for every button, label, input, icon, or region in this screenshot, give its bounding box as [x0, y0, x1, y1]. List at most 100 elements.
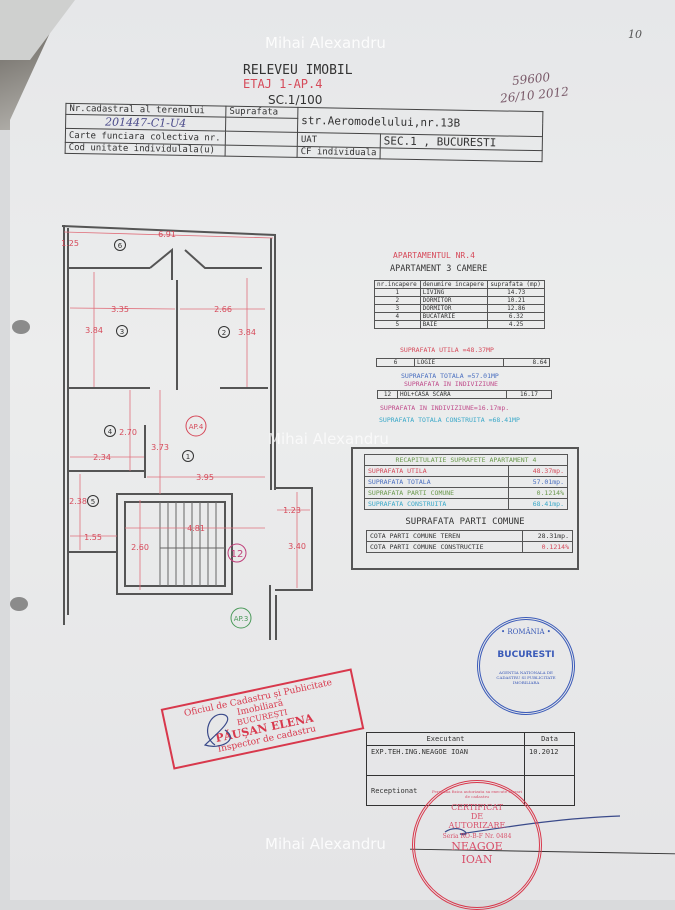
executant-name: EXP.TEH.ING.NEAGOE IOAN: [366, 745, 525, 776]
recap-value: 0.1214%: [507, 487, 569, 499]
comune-value: 28.31mp.: [522, 530, 573, 542]
suprafata-totala: SUPRAFATA TOTALA =57.01MP: [401, 372, 499, 380]
recap-value: 57.01mp.: [507, 476, 569, 488]
execution-date: 10.2012: [524, 745, 575, 776]
stair-steps: [159, 502, 225, 586]
recap-value: 48.37mp.: [507, 465, 569, 477]
room-name: BUCATARIE: [419, 312, 489, 321]
room-area: 6.32: [487, 312, 545, 321]
seal-ancpi-top: • ROMÂNIA •: [501, 628, 551, 636]
recap-label: SUPRAFATA TOTALA: [364, 476, 509, 488]
dim-3-40: 3.40: [288, 542, 306, 551]
dim-3-84-right: 3.84: [238, 328, 256, 337]
dim-2-70: 2.70: [119, 428, 137, 437]
dim-2-34: 2.34: [93, 453, 111, 462]
dim-4-81: 4.81: [187, 524, 205, 533]
room-name: DORMITOR: [419, 304, 489, 313]
recap-label: SUPRAFATA CONSTRUITA: [364, 498, 509, 510]
punch-hole: [10, 597, 28, 611]
room-number-5: 5: [91, 498, 95, 506]
room-nr: 4: [374, 312, 421, 321]
room-nr: 3: [374, 304, 421, 313]
hol-area: 16.17: [506, 390, 552, 399]
dim-3-73: 3.73: [151, 443, 169, 452]
comune-label: COTA PARTI COMUNE CONSTRUCTIE: [365, 541, 524, 553]
dim-6-91: 6.91: [158, 230, 176, 239]
dim-2-38: 2.38: [69, 497, 87, 506]
document-title: RELEVEU IMOBIL: [243, 63, 353, 78]
seal-line-name: IOAN: [461, 853, 493, 866]
recap-table: RECAPITULATIE SUPRAFETE APARTAMENT 4 SUP…: [364, 454, 569, 510]
logie-area: 8.64: [503, 358, 550, 367]
seal-line-certificat: CERTIFICAT: [451, 803, 503, 812]
room-nr: 2: [374, 296, 421, 305]
room-name: DORMITOR: [419, 296, 489, 305]
room-name: LIVING: [419, 288, 489, 297]
suprafata-indiviziune: SUPRAFATA IN INDIVIZIUNE=16.17mp.: [380, 404, 510, 412]
room-area: 10.21: [487, 296, 545, 305]
header-nr: nr.incapere: [374, 280, 421, 289]
recap-value: 68.41mp.: [507, 498, 569, 510]
suprafata-utila: SUPRAFATA UTILA =48.37MP: [400, 346, 494, 354]
document-subtitle: ETAJ 1-AP.4: [243, 77, 323, 91]
dim-1-25: 1.25: [61, 239, 79, 248]
recap-title: RECAPITULATIE SUPRAFETE APARTAMENT 4: [364, 454, 568, 466]
room-number-4: 4: [108, 428, 113, 436]
punch-hole: [12, 320, 30, 334]
indiviziune-header: SUPRAFATA IN INDIVIZIUNE: [404, 380, 498, 388]
suprafata-construita: SUPRAFATA TOTALA CONSTRUITA =68.41MP: [379, 416, 520, 424]
ap3-label: AP.3: [234, 615, 249, 623]
dim-2-60: 2.60: [131, 543, 149, 552]
parti-comune-title: SUPRAFATA PARTI COMUNE: [405, 517, 525, 527]
comune-value: 0.1214%: [522, 541, 573, 553]
apartment-title: APARTAMENTUL NR.4: [393, 251, 475, 260]
watermark-bottom: Mihai Alexandru: [265, 835, 386, 853]
seal-authorization: Persoana fizica autorizata sa execute lu…: [412, 780, 542, 910]
logie-name: LOGIE: [414, 358, 504, 367]
header-suprafata: suprafata (mp): [487, 280, 545, 289]
seal-line-autorizare: AUTORIZARE: [448, 821, 506, 830]
seal-line-serie: Seria RO-B-F Nr. 0484: [442, 833, 512, 840]
watermark-top: Mihai Alexandru: [265, 34, 386, 52]
dim-1-23: 1.23: [283, 506, 301, 515]
header-denumire: denumire incapere: [419, 280, 489, 289]
data-label: Data: [524, 732, 575, 746]
room-area: 4.25: [487, 320, 545, 329]
room-area: 12.86: [487, 304, 545, 313]
seal-line-de: DE: [470, 812, 484, 821]
room-number-2: 2: [222, 329, 226, 337]
recap-label: SUPRAFATA UTILA: [364, 465, 509, 477]
dim-1-55: 1.55: [84, 533, 102, 542]
executant-label: Executant: [366, 732, 525, 746]
room-number-1: 1: [186, 453, 190, 461]
seal-ancpi-ring: AGENTIA NATIONALA DE CADASTRU SI PUBLICI…: [496, 670, 556, 685]
ap4-label: AP.4: [189, 423, 204, 431]
logie-nr: 6: [376, 358, 415, 367]
hol-nr: 12: [377, 390, 398, 399]
scale-label: SC.1/100: [268, 93, 323, 107]
recap-box: RECAPITULATIE SUPRAFETE APARTAMENT 4 SUP…: [351, 447, 579, 570]
plan-walls: [61, 225, 313, 640]
recap-label: SUPRAFATA PARTI COMUNE: [364, 487, 509, 499]
signature-inspector: [203, 713, 231, 747]
room-number-12: 12: [231, 549, 244, 560]
room-nr: 1: [374, 288, 421, 297]
hol-name: HOL+CASA SCARA: [397, 390, 507, 399]
seal-ancpi: • ROMÂNIA • BUCURESTI AGENTIA NATIONALA …: [477, 617, 575, 715]
dim-3-95: 3.95: [196, 473, 214, 482]
